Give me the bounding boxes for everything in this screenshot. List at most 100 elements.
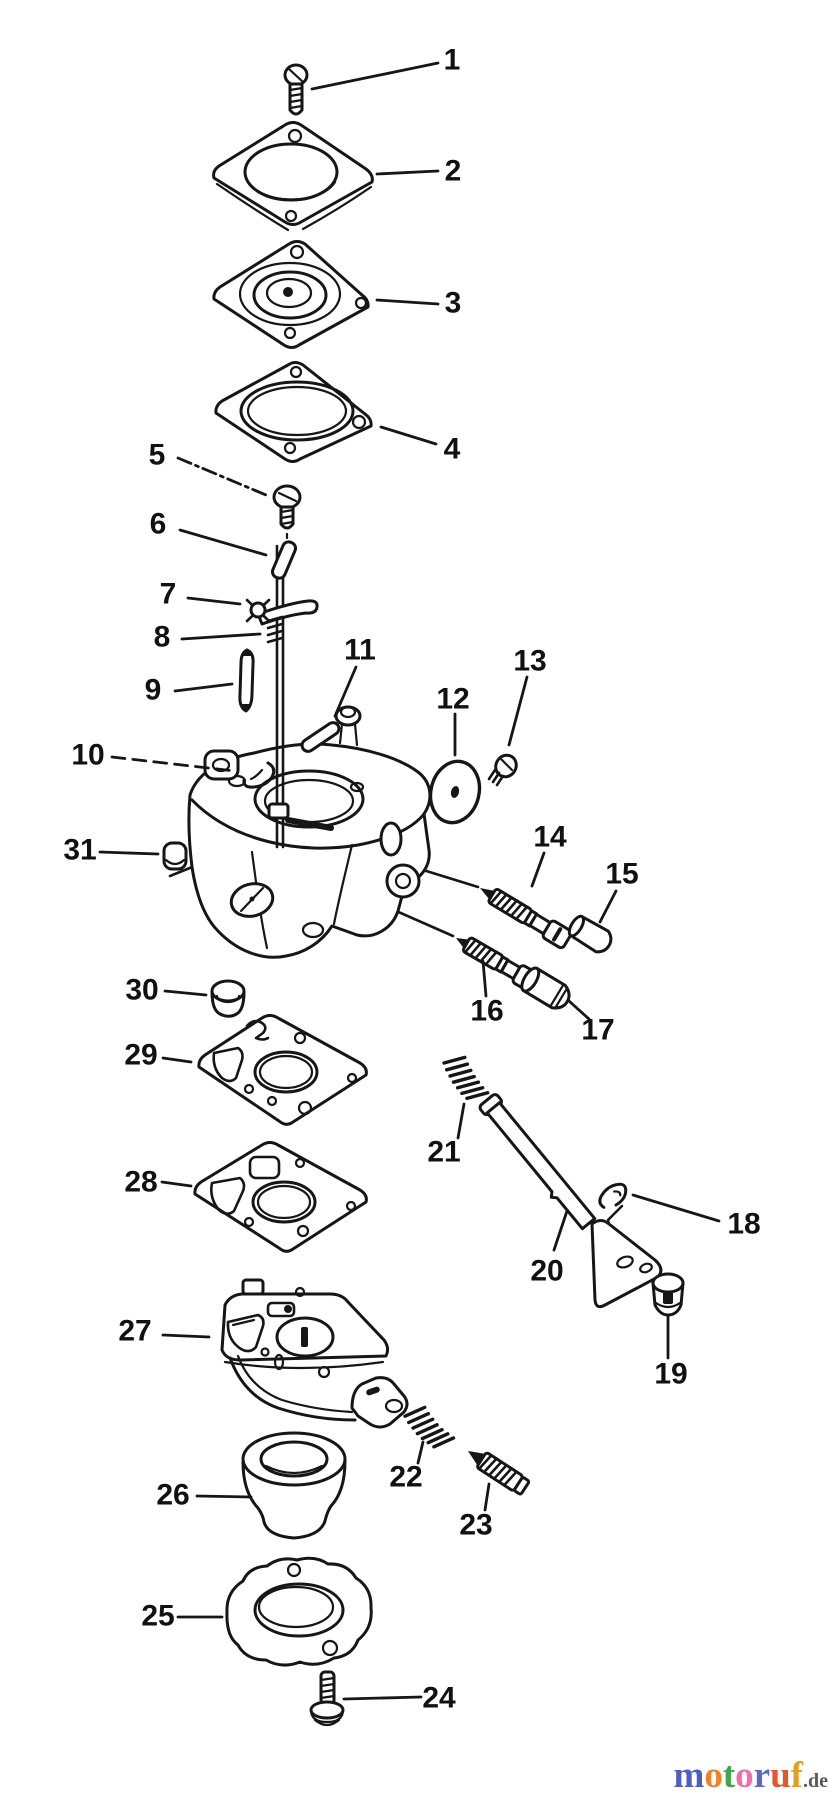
- leader-line-26: [195, 1494, 253, 1499]
- callout-8: 8: [154, 621, 171, 654]
- leader-line-22: [416, 1440, 425, 1465]
- callout-24: 24: [422, 1682, 456, 1715]
- part-20-shaft: [478, 1093, 663, 1309]
- callout-30: 30: [125, 974, 158, 1007]
- leader-line-1: [310, 61, 440, 91]
- watermark-letter: r: [753, 1755, 771, 1796]
- part-throttle-shaft: [267, 544, 290, 849]
- part-27-pump-body: [220, 1278, 409, 1429]
- leader-line-28: [160, 1180, 193, 1188]
- callout-4: 4: [444, 433, 461, 466]
- part-6-pin: [270, 540, 298, 580]
- part-11-pin: [300, 721, 341, 753]
- callout-29: 29: [124, 1039, 157, 1072]
- part-30-bushing: [210, 979, 246, 1018]
- part-17-cap: [520, 966, 571, 1010]
- part-31-plug: [162, 841, 188, 871]
- part-23-screw: [468, 1451, 531, 1496]
- leader-line-29: [161, 1056, 193, 1064]
- leader-line-20: [552, 1209, 569, 1252]
- part-2-pump-cover: [212, 121, 374, 232]
- callout-17: 17: [581, 1014, 614, 1047]
- watermark-letter: o: [735, 1755, 754, 1796]
- leader-line-4: [379, 425, 438, 446]
- callout-11: 11: [344, 634, 376, 667]
- callout-3: 3: [445, 287, 462, 320]
- part-1-screw: [283, 63, 309, 116]
- leader-line-2: [375, 169, 440, 176]
- leader-line-27: [161, 1333, 211, 1339]
- callout-25: 25: [141, 1600, 174, 1633]
- part-10-clip: [242, 761, 276, 789]
- watermark-suffix: .de: [803, 1770, 828, 1792]
- part-7-metering-lever: [245, 598, 319, 626]
- callout-18: 18: [727, 1208, 760, 1241]
- part-4-gasket: [214, 361, 373, 463]
- part-9-inlet-needle: [238, 648, 255, 713]
- leader-line-16: [481, 959, 488, 998]
- leader-line-6: [178, 528, 268, 557]
- watermark-logo: motoruf.de: [674, 1757, 829, 1794]
- callout-27: 27: [118, 1315, 151, 1348]
- leader-line-3: [375, 298, 440, 306]
- part-12-choke-disc: [428, 759, 482, 825]
- leader-line-17: [567, 999, 591, 1021]
- part-22-spring: [403, 1405, 456, 1449]
- callout-28: 28: [124, 1166, 157, 1199]
- callout-13: 13: [513, 645, 546, 678]
- callout-21: 21: [427, 1136, 460, 1169]
- leader-line-14: [530, 851, 546, 888]
- callout-6: 6: [150, 508, 167, 541]
- watermark-letter: f: [790, 1755, 803, 1796]
- callout-23: 23: [459, 1509, 492, 1542]
- leader-line-15: [598, 889, 618, 924]
- part-carburetor-body: [187, 705, 432, 959]
- leader-line-30: [163, 989, 208, 997]
- part-28-diaphragm: [193, 1141, 368, 1253]
- callout-10: 10: [71, 739, 104, 772]
- leader-line-8: [180, 632, 262, 641]
- callout-20: 20: [530, 1255, 563, 1288]
- watermark-letter: u: [770, 1755, 791, 1796]
- part-3-diaphragm: [212, 240, 370, 349]
- part-25-flange-gasket: [225, 1556, 373, 1667]
- leader-line-13: [507, 675, 529, 747]
- callout-7: 7: [160, 578, 177, 611]
- watermark-word: motoruf: [674, 1755, 804, 1796]
- part-21-spring: [442, 1055, 490, 1101]
- leader-line-24: [342, 1695, 423, 1701]
- leader-line-21: [456, 1102, 466, 1140]
- leader-line-5: [176, 456, 268, 497]
- callout-19: 19: [654, 1358, 687, 1391]
- callout-15: 15: [605, 858, 638, 891]
- leader-line-7: [186, 596, 242, 606]
- leader-line-31: [98, 850, 160, 856]
- leader-line-23: [483, 1482, 491, 1512]
- watermark-letter: t: [722, 1755, 736, 1796]
- part-18-clip: [598, 1182, 628, 1209]
- callout-12: 12: [436, 683, 469, 716]
- part-19-nut: [651, 1272, 685, 1317]
- leader-line-18: [631, 1193, 721, 1223]
- callout-5: 5: [149, 439, 166, 472]
- callout-16: 16: [470, 995, 503, 1028]
- part-24-screw: [309, 1670, 345, 1727]
- callout-9: 9: [145, 674, 162, 707]
- part-26-fuel-cup: [241, 1431, 347, 1540]
- leader-line-9: [173, 682, 234, 693]
- part-29-gasket: [197, 1014, 368, 1126]
- callout-26: 26: [156, 1479, 189, 1512]
- part-5-screw: [272, 484, 302, 545]
- callout-31: 31: [63, 834, 96, 867]
- part-8-spring: [266, 615, 284, 644]
- watermark-letter: m: [673, 1755, 705, 1796]
- part-13-screw: [487, 753, 518, 787]
- callout-2: 2: [445, 155, 462, 188]
- callout-layer: 1234567891011121314151617181920212223242…: [63, 44, 760, 1715]
- callout-1: 1: [444, 44, 461, 77]
- watermark-letter: o: [704, 1755, 723, 1796]
- callout-14: 14: [533, 821, 567, 854]
- leader-line-11: [333, 665, 358, 718]
